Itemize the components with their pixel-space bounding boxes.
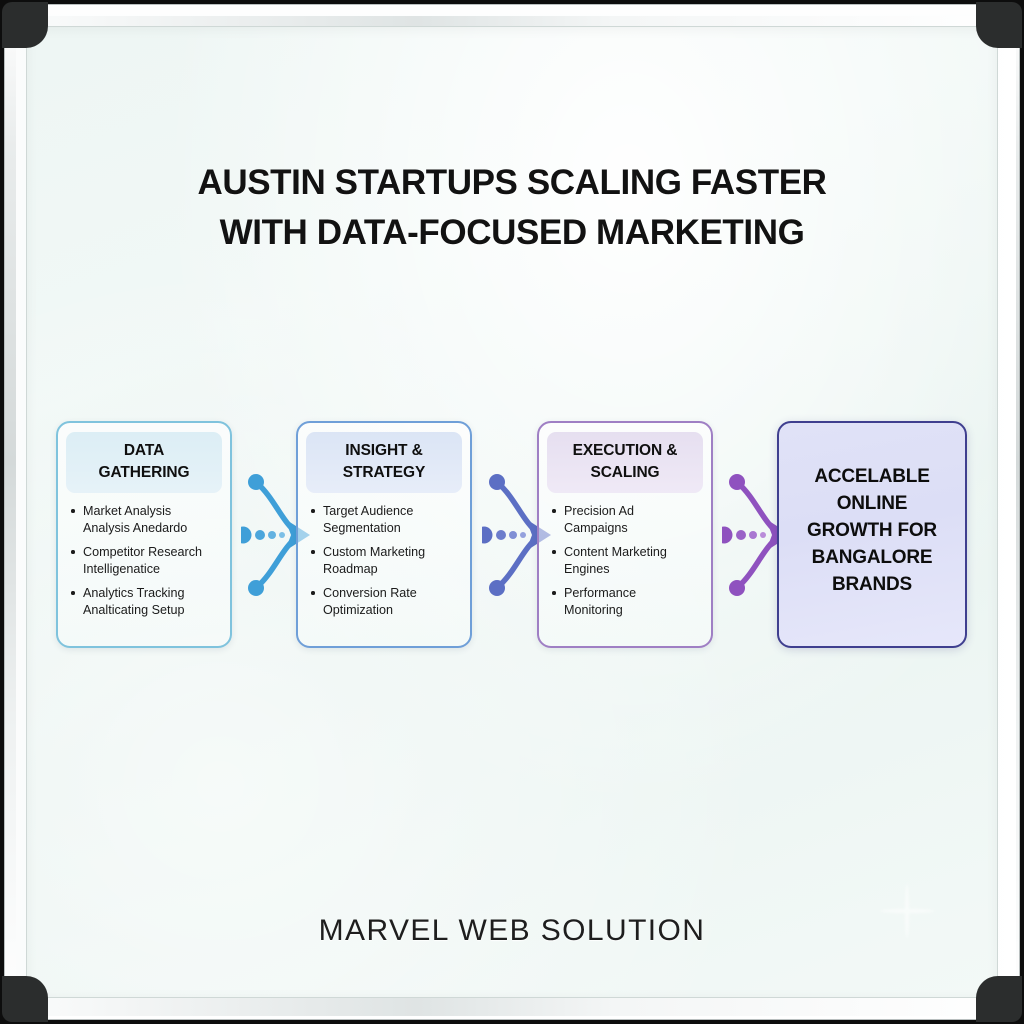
stage-2-heading-line-2: STRATEGY <box>342 464 426 481</box>
outcome-text: ACCELABLE ONLINE GROWTH FOR BANGALORE BR… <box>779 423 965 598</box>
page-title-line-1: AUSTIN STARTUPS SCALING FASTER <box>197 163 827 202</box>
flow-outcome-box[interactable]: ACCELABLE ONLINE GROWTH FOR BANGALORE BR… <box>777 421 967 648</box>
stage-1-bullet-1-line-2: Analysis Anedardo <box>83 520 188 535</box>
list-item: Precision Ad Campaigns <box>551 503 703 536</box>
flow-stage-data-gathering[interactable]: DATA GATHERING Market Analysis Analysis … <box>56 421 232 648</box>
page-title-line-2: WITH DATA-FOCUSED MARKETING <box>219 213 805 252</box>
connector-arrow-2 <box>482 474 551 596</box>
stage-3-bullet-2-line-1: Content Marketing <box>564 545 667 559</box>
list-item: Competitor Research Intelligenatice <box>70 544 222 577</box>
outcome-line-1: ACCELABLE <box>814 466 930 487</box>
stage-1-bullet-1-line-1: Market Analysis <box>83 504 172 518</box>
outcome-line-5: BRANDS <box>831 574 913 595</box>
stage-1-bullet-2-line-1: Competitor Research <box>83 545 202 559</box>
stage-2-bullet-2-line-2: Roadmap <box>323 561 378 576</box>
process-flow-diagram: DATA GATHERING Market Analysis Analysis … <box>56 421 968 656</box>
outcome-line-3: GROWTH FOR <box>807 520 937 541</box>
stage-2-bullet-3-line-2: Optimization <box>323 602 393 617</box>
stage-1-heading-line-2: GATHERING <box>98 464 190 481</box>
connector-arrow-3 <box>722 474 791 596</box>
outcome-line-2: ONLINE <box>836 493 908 514</box>
stage-2-heading: INSIGHT & STRATEGY <box>306 432 462 493</box>
outcome-line-4: BANGALORE <box>811 547 933 568</box>
brand-footer: MARVEL WEB SOLUTION <box>318 914 706 947</box>
flow-stage-execution-scaling[interactable]: EXECUTION & SCALING Precision Ad Campaig… <box>537 421 713 648</box>
list-item: Analytics Tracking Analticating Setup <box>70 585 222 618</box>
stage-2-bullet-3-line-1: Conversion Rate <box>323 586 417 600</box>
stage-2-bullet-1-line-2: Segmentation <box>323 520 401 535</box>
stage-3-bullet-2-line-2: Engines <box>564 561 610 576</box>
flow-stage-insight-strategy[interactable]: INSIGHT & STRATEGY Target Audience Segme… <box>296 421 472 648</box>
page-title: AUSTIN STARTUPS SCALING FASTER WITH DATA… <box>26 158 998 258</box>
list-item: Content Marketing Engines <box>551 544 703 577</box>
list-item: Custom Marketing Roadmap <box>310 544 462 577</box>
stage-3-bullet-1-line-2: Campaigns <box>564 520 628 535</box>
stage-3-bullet-1-line-1: Precision Ad <box>564 504 635 518</box>
stage-3-bullet-3-line-1: Performance <box>564 586 637 600</box>
stage-1-bullet-list: Market Analysis Analysis Anedardo Compet… <box>58 503 230 618</box>
list-item: Conversion Rate Optimization <box>310 585 462 618</box>
stage-2-bullet-list: Target Audience Segmentation Custom Mark… <box>298 503 470 618</box>
stage-1-bullet-3-line-1: Analytics Tracking <box>83 586 185 600</box>
stage-3-bullet-3-line-2: Monitoring <box>564 602 623 617</box>
corner-bracket-top-right <box>976 2 1022 48</box>
corner-bracket-top-left <box>2 2 48 48</box>
stage-3-heading: EXECUTION & SCALING <box>547 432 703 493</box>
whiteboard-surface: AUSTIN STARTUPS SCALING FASTER WITH DATA… <box>26 26 998 998</box>
stage-2-bullet-1-line-1: Target Audience <box>323 504 414 518</box>
stage-1-heading: DATA GATHERING <box>66 432 222 493</box>
corner-bracket-bottom-right <box>976 976 1022 1022</box>
corner-bracket-bottom-left <box>2 976 48 1022</box>
stage-3-bullet-list: Precision Ad Campaigns Content Marketing… <box>539 503 711 618</box>
list-item: Target Audience Segmentation <box>310 503 462 536</box>
stage-2-bullet-2-line-1: Custom Marketing <box>323 545 426 559</box>
stage-1-bullet-2-line-2: Intelligenatice <box>83 561 161 576</box>
stage-3-heading-line-2: SCALING <box>590 464 660 481</box>
stage-3-heading-line-1: EXECUTION & <box>572 442 678 459</box>
stage-1-bullet-3-line-2: Analticating Setup <box>83 602 185 617</box>
list-item: Market Analysis Analysis Anedardo <box>70 503 222 536</box>
list-item: Performance Monitoring <box>551 585 703 618</box>
stage-1-heading-line-1: DATA <box>123 442 165 459</box>
stage-2-heading-line-1: INSIGHT & <box>345 442 423 459</box>
